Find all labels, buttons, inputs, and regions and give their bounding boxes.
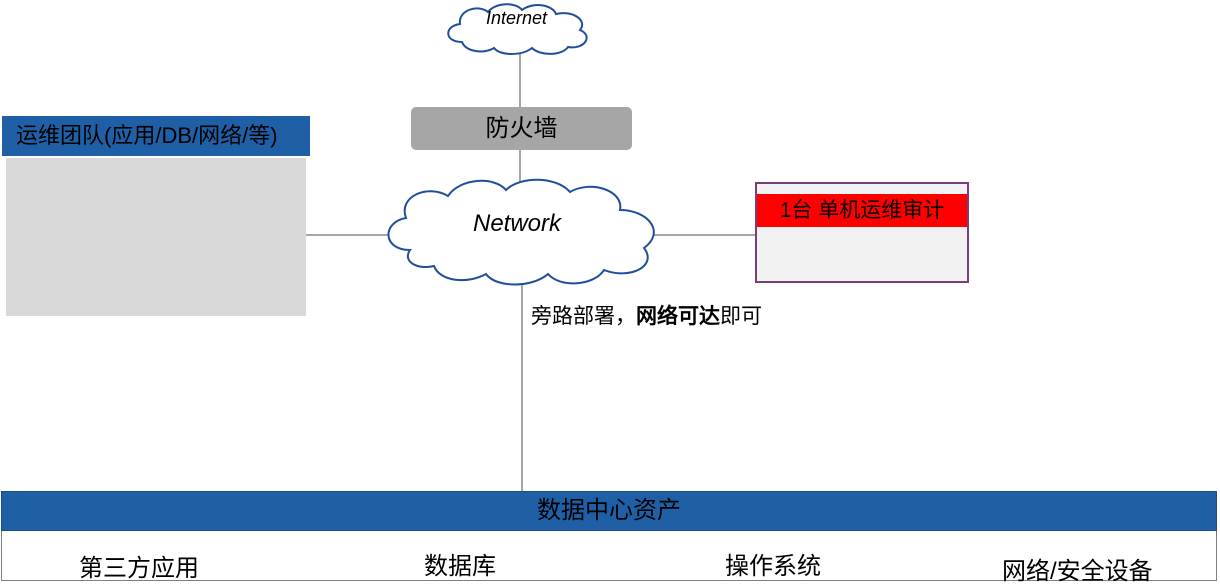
datacenter-header: 数据中心资产 — [1, 491, 1217, 531]
asset-network-security-devices: 网络/安全设备 — [1002, 558, 1153, 585]
deployment-note-suffix: 即可 — [720, 305, 762, 328]
firewall-box: 防火墙 — [411, 107, 632, 150]
ops-team-panel — [6, 158, 306, 316]
deployment-note-bold: 网络可达 — [636, 305, 720, 328]
asset-operating-system: 操作系统 — [725, 553, 821, 580]
ops-team-header: 运维团队(应用/DB/网络/等) — [2, 116, 310, 156]
internet-cloud-icon — [447, 3, 588, 55]
network-label: Network — [473, 210, 562, 237]
asset-third-party-apps: 第三方应用 — [79, 555, 199, 582]
asset-database: 数据库 — [424, 553, 496, 580]
datacenter-assets-panel — [1, 531, 1217, 581]
deployment-note-prefix: 旁路部署， — [531, 305, 636, 328]
internet-label: Internet — [486, 8, 548, 28]
deployment-note: 旁路部署，网络可达即可 — [531, 300, 762, 330]
audit-appliance-label: 1台 单机运维审计 — [757, 194, 967, 227]
network-cloud-icon — [387, 178, 655, 286]
